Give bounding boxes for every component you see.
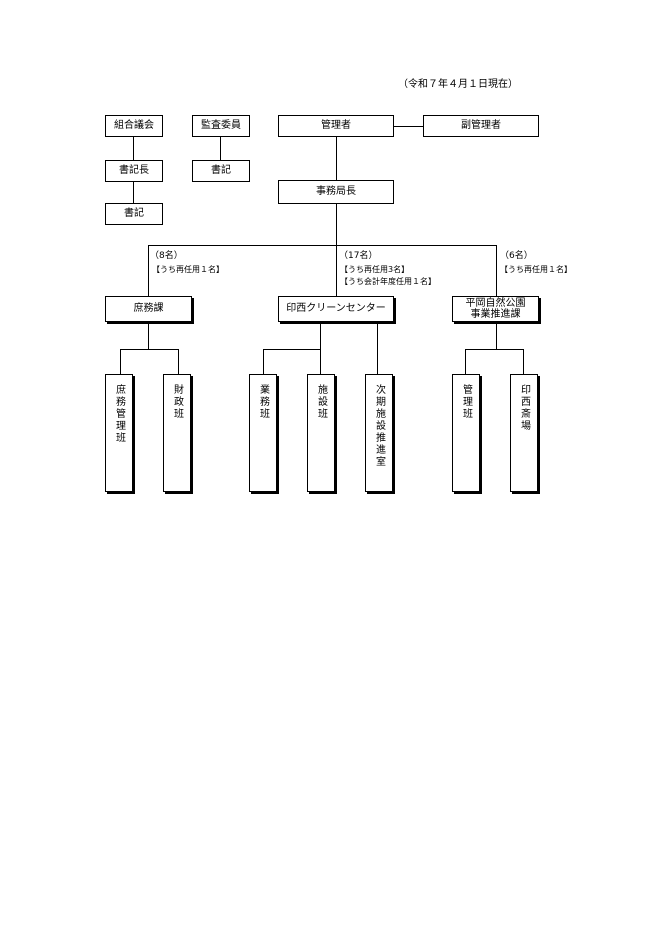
connector — [120, 349, 121, 374]
connector — [336, 245, 337, 296]
hiraoka-name-line1: 平岡自然公園 — [465, 297, 526, 309]
shomu-kanri-han-label: 庶務管理班 — [113, 384, 125, 444]
fuku-kanrisha-box: 副管理者 — [423, 115, 539, 137]
connector — [148, 321, 149, 349]
zaisei-han-label: 財政班 — [171, 384, 183, 420]
shoki-kansa-box: 書記 — [192, 160, 250, 182]
connector — [336, 203, 337, 245]
connector — [523, 349, 524, 374]
hiraoka-shizen-koen-box: 平岡自然公園 事業推進課 — [452, 296, 539, 322]
shisetsu-han-box: 施設班 — [307, 374, 335, 492]
connector — [393, 126, 423, 127]
connector — [465, 349, 466, 374]
connector — [320, 321, 321, 374]
connector — [178, 349, 179, 374]
center-note-1: 【うち再任用3名】 — [340, 265, 410, 274]
center-count: （17名） — [339, 251, 378, 261]
kansa-iin-box: 監査委員 — [192, 115, 250, 137]
jiki-shisetsu-label: 次期施設推進室 — [373, 384, 385, 468]
connector — [120, 349, 179, 350]
connector — [496, 321, 497, 349]
shomu-ka-box: 庶務課 — [105, 296, 192, 322]
shokicho-box: 書記長 — [105, 160, 163, 182]
kanri-han-box: 管理班 — [452, 374, 480, 492]
shisetsu-han-label: 施設班 — [315, 384, 327, 420]
kumiai-gikai-box: 組合議会 — [105, 115, 163, 137]
shoki-gikai-box: 書記 — [105, 203, 163, 225]
connector — [133, 136, 134, 160]
inzai-clean-center-box: 印西クリーンセンター — [278, 296, 394, 322]
shomu-kanri-han-box: 庶務管理班 — [105, 374, 133, 492]
connector — [133, 181, 134, 204]
shomu-note: 【うち再任用１名】 — [152, 265, 224, 274]
as-of-date: （令和７年４月１日現在） — [398, 79, 518, 90]
gyomu-han-label: 業務班 — [257, 384, 269, 420]
gyomu-han-box: 業務班 — [249, 374, 277, 492]
hiraoka-count: （6名） — [500, 251, 533, 261]
jiki-shisetsu-suishin-shitsu-box: 次期施設推進室 — [365, 374, 393, 492]
zaisei-han-box: 財政班 — [163, 374, 191, 492]
hiraoka-name-line2: 事業推進課 — [470, 309, 521, 320]
connector — [496, 245, 497, 296]
inzai-saijo-box: 印西斎場 — [510, 374, 538, 492]
center-note-2: 【うち会計年度任用１名】 — [340, 277, 436, 286]
hiraoka-note: 【うち再任用１名】 — [500, 265, 572, 274]
shomu-count: （8名） — [150, 251, 183, 261]
connector — [263, 349, 264, 374]
connector — [336, 136, 337, 180]
jimukyokucho-box: 事務局長 — [278, 180, 394, 204]
connector — [465, 349, 524, 350]
kanri-han-label: 管理班 — [460, 384, 472, 420]
connector — [377, 321, 378, 374]
connector — [148, 245, 149, 296]
inzai-saijo-label: 印西斎場 — [518, 384, 530, 432]
kanrisha-box: 管理者 — [278, 115, 394, 137]
connector — [263, 349, 321, 350]
connector — [220, 136, 221, 160]
connector — [148, 245, 497, 246]
